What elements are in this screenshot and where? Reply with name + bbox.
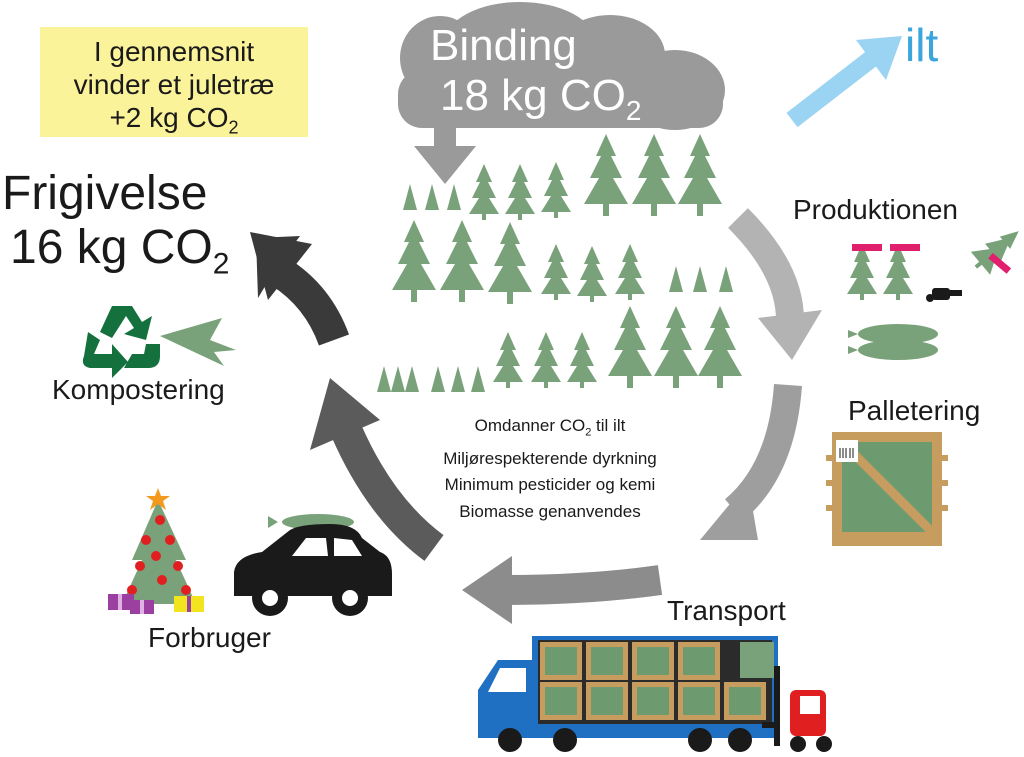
average-line-3: +2 kg CO2 <box>109 102 239 138</box>
stage-label-consumer: Forbruger <box>148 622 271 653</box>
binding-amount: 18 kg CO2 <box>440 71 642 126</box>
stage-label-transport: Transport <box>667 595 786 626</box>
average-line-1: I gennemsnit <box>93 36 255 67</box>
benefit-line-4: Biomasse genanvendes <box>459 501 641 521</box>
cycle-arrows <box>250 208 822 624</box>
benefit-line-1: Omdanner CO2 til ilt <box>474 416 626 439</box>
recycle-icon <box>82 306 160 378</box>
forklift-icon <box>762 666 832 752</box>
truck-icon <box>478 636 778 752</box>
release-title: Frigivelse <box>2 167 208 220</box>
christmas-tree-icon <box>122 488 196 604</box>
tree-icon <box>377 134 742 392</box>
benefit-line-2: Miljørespekterende dyrkning <box>443 448 657 468</box>
stage-label-composting: Kompostering <box>52 374 225 405</box>
cloud-icon <box>398 2 725 130</box>
car-icon <box>234 514 392 616</box>
binding-title: Binding <box>430 21 577 70</box>
benefit-line-3: Minimum pesticider og kemi <box>444 475 656 495</box>
compost-tree-icon <box>160 318 236 366</box>
stage-label-palletizing: Palletering <box>848 395 981 426</box>
gift-icon <box>108 594 204 614</box>
release-amount: 16 kg CO2 <box>10 221 230 281</box>
oxygen-arrow-icon <box>786 36 902 128</box>
stage-label-production: Produktionen <box>793 194 959 225</box>
pallet-icon <box>826 432 948 546</box>
cut-mark-icon <box>890 244 920 251</box>
average-line-2: vinder et juletræ <box>73 69 275 100</box>
chainsaw-icon <box>926 288 962 302</box>
binding-arrow-icon <box>414 120 476 184</box>
netted-tree-icon <box>848 324 938 360</box>
production-icons <box>847 219 1024 360</box>
average-gain-box: I gennemsnit vinder et juletræ +2 kg CO2 <box>40 27 308 138</box>
cut-mark-icon <box>852 244 882 251</box>
benefits-list: Omdanner CO2 til ilt Miljørespekterende … <box>410 413 690 525</box>
oxygen-label: ilt <box>905 19 939 71</box>
forest <box>377 134 742 392</box>
tree-icon <box>847 244 913 300</box>
felled-tree-icon <box>966 219 1024 279</box>
